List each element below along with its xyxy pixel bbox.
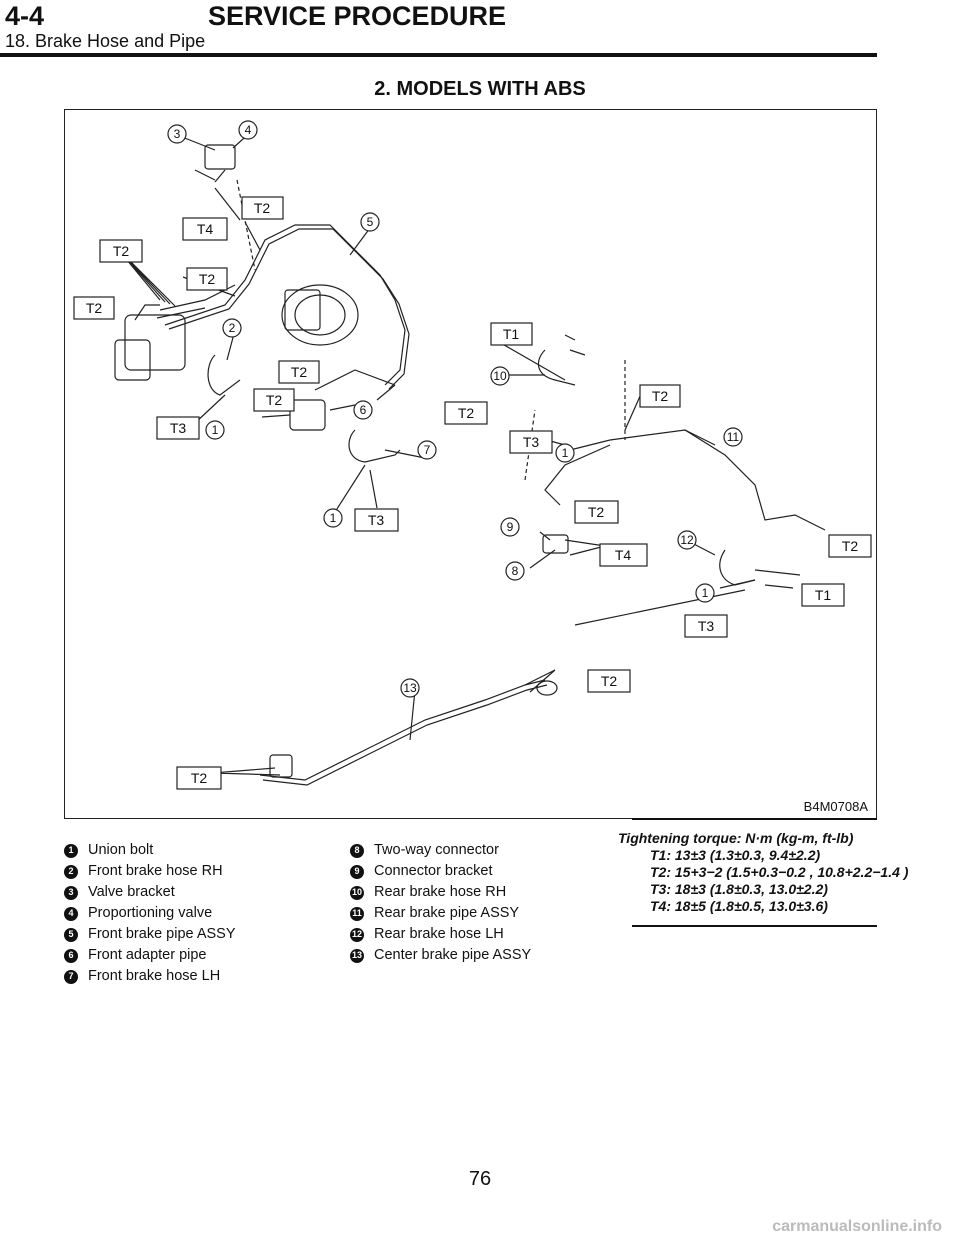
torque-t2: T2: 15+3−2 (1.5+0.3−0.2 , 10.8+2.2−1.4 )	[650, 864, 909, 880]
callout-12: 12	[680, 533, 694, 547]
header-section-code: 4-4	[5, 1, 45, 31]
legend-label: Valve bracket	[88, 884, 175, 900]
torque-tag-t1: T1	[815, 587, 832, 603]
legend-number: 13	[350, 948, 364, 963]
legend-item: 10 Rear brake hose RH	[350, 882, 531, 903]
callout-10: 10	[493, 369, 507, 383]
legend-item: 12 Rear brake hose LH	[350, 924, 531, 945]
legend-number: 8	[350, 843, 364, 858]
torque-t4: T4: 18±5 (1.8±0.5, 13.0±3.6)	[650, 898, 828, 914]
figure-code: B4M0708A	[803, 799, 868, 814]
page-number: 76	[468, 1168, 492, 1190]
torque-title: Tightening torque: N·m (kg-m, ft-lb)	[618, 830, 854, 846]
legend-item: 1 Union bolt	[64, 840, 236, 861]
legend-number: 9	[350, 864, 364, 879]
header-title: SERVICE PROCEDURE	[208, 1, 507, 31]
torque-tag-t3: T3	[368, 512, 385, 528]
legend-item: 6 Front adapter pipe	[64, 945, 236, 966]
torque-tag-t2: T2	[291, 364, 308, 380]
callout-7: 7	[424, 443, 431, 457]
header-subtitle: 18. Brake Hose and Pipe	[5, 31, 206, 51]
brake-system-diagram: 3 4 5 2 1 6 7 1 10 1 11 9 8 12 1 13	[64, 109, 877, 819]
legend-label: Front brake hose LH	[88, 968, 221, 984]
legend-item: 9 Connector bracket	[350, 861, 531, 882]
section-title: 2. MODELS WITH ABS	[374, 78, 586, 100]
legend-label: Front adapter pipe	[88, 947, 207, 963]
torque-tag-t2: T2	[191, 770, 208, 786]
legend-number: 2	[64, 864, 78, 879]
legend-number: 1	[64, 843, 78, 858]
legend-item: 3 Valve bracket	[64, 882, 236, 903]
watermark: carmanualsonline.info	[772, 1218, 942, 1235]
legend-number: 7	[64, 969, 78, 984]
legend-number: 5	[64, 927, 78, 942]
legend-label: Front brake pipe ASSY	[88, 926, 236, 942]
torque-tag-t2: T2	[199, 271, 216, 287]
diagram-drawing: 3 4 5 2 1 6 7 1 10 1 11 9 8 12 1 13	[73, 120, 872, 790]
callout-13: 13	[403, 681, 417, 695]
torque-tag-t2: T2	[588, 504, 605, 520]
torque-tag-t3: T3	[170, 420, 187, 436]
legend-number: 11	[350, 906, 364, 921]
torque-tag-t2: T2	[652, 388, 669, 404]
callout-4: 4	[245, 123, 252, 137]
legend-number: 10	[350, 885, 364, 900]
legend-label: Front brake hose RH	[88, 863, 223, 879]
legend-label: Rear brake pipe ASSY	[374, 905, 520, 921]
legend-number: 3	[64, 885, 78, 900]
callout-6: 6	[360, 403, 367, 417]
legend-item: 2 Front brake hose RH	[64, 861, 236, 882]
torque-tag-t3: T3	[698, 618, 715, 634]
callout-1a: 1	[212, 423, 219, 437]
torque-tag-t2: T2	[842, 538, 859, 554]
legend-label: Connector bracket	[374, 863, 493, 879]
legend-item: 8 Two-way connector	[350, 840, 531, 861]
tightening-torque-box: Tightening torque: N·m (kg-m, ft-lb) T1:…	[618, 818, 909, 927]
torque-tag-t2: T2	[458, 405, 475, 421]
torque-tag-t2: T2	[113, 243, 130, 259]
callout-8: 8	[512, 564, 519, 578]
torque-tag-t2: T2	[254, 200, 271, 216]
torque-tag-t3: T3	[523, 434, 540, 450]
legend-label: Proportioning valve	[88, 905, 213, 921]
legend-label: Rear brake hose LH	[374, 926, 504, 942]
legend-column-2: 8 Two-way connector 9 Connector bracket 10…	[350, 840, 531, 966]
torque-tag-t1: T1	[503, 326, 520, 342]
callout-9: 9	[507, 520, 514, 534]
torque-t1: T1: 13±3 (1.3±0.3, 9.4±2.2)	[650, 847, 821, 863]
legend-label: Two-way connector	[374, 842, 499, 858]
callout-1b: 1	[330, 511, 337, 525]
legend-label: Center brake pipe ASSY	[374, 947, 532, 963]
torque-tag-t4: T4	[615, 547, 632, 563]
callout-11: 11	[727, 430, 740, 444]
torque-t3: T3: 18±3 (1.8±0.3, 13.0±2.2)	[650, 881, 828, 897]
torque-tag-t4: T4	[197, 221, 214, 237]
legend-number: 6	[64, 948, 78, 963]
legend-column-1: 1 Union bolt 2 Front brake hose RH 3 Valve …	[64, 840, 236, 987]
callout-3: 3	[174, 127, 181, 141]
legend-item: 11 Rear brake pipe ASSY	[350, 903, 531, 924]
torque-tag-t2: T2	[86, 300, 103, 316]
callout-2: 2	[229, 321, 236, 335]
callout-5: 5	[367, 215, 374, 229]
torque-tag-t2: T2	[266, 392, 283, 408]
header-rule	[0, 53, 877, 57]
legend-label: Rear brake hose RH	[374, 884, 507, 900]
legend-item: 7 Front brake hose LH	[64, 966, 236, 987]
legend-label: Union bolt	[88, 842, 154, 858]
legend-item: 5 Front brake pipe ASSY	[64, 924, 236, 945]
torque-tag-t2: T2	[601, 673, 618, 689]
callout-1d: 1	[702, 586, 709, 600]
legend-number: 12	[350, 927, 364, 942]
legend-item: 13 Center brake pipe ASSY	[350, 945, 531, 966]
legend-item: 4 Proportioning valve	[64, 903, 236, 924]
legend-number: 4	[64, 906, 78, 921]
callout-1c: 1	[562, 446, 569, 460]
